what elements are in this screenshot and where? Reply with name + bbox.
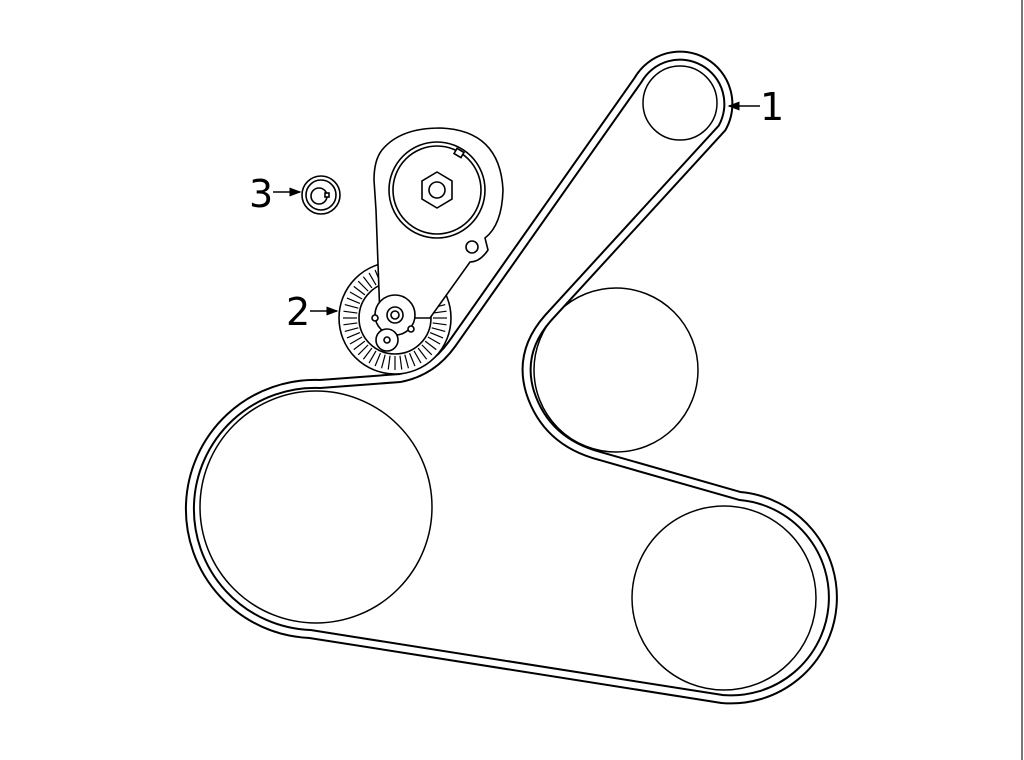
pulley-rib [344, 303, 359, 309]
pulley-rib [368, 350, 377, 364]
callout-label: 1 [760, 85, 784, 129]
pulley-rib [346, 331, 361, 339]
idler-pulley [533, 287, 699, 453]
callout-1: 1 [727, 85, 784, 129]
pulley-rib [408, 352, 416, 367]
pulley-rib [368, 272, 377, 286]
pulley-rib [421, 344, 433, 356]
pulley-rib [387, 355, 391, 370]
pulley-rib [349, 291, 363, 300]
pulley-rib [431, 327, 446, 333]
tensioner-assembly [338, 127, 504, 375]
pulley-rib [343, 322, 358, 326]
pulley-rib [432, 310, 447, 314]
pulley-rib [417, 347, 428, 360]
lower-right-pulley [631, 505, 817, 691]
pulley-rib [380, 354, 386, 369]
pulley-rib [349, 336, 363, 345]
pulley-rib [344, 327, 359, 333]
cap-part [301, 175, 341, 215]
pulley-rib [413, 350, 422, 364]
callout-2: 2 [286, 290, 339, 334]
pulley-rib [427, 336, 441, 345]
callout-label: 2 [286, 290, 310, 334]
pulley-rib [362, 276, 373, 289]
callout-label: 3 [249, 172, 273, 216]
pulley-rib [353, 285, 366, 296]
pulley-rib [399, 355, 403, 370]
pulley-rib [429, 331, 444, 339]
crankshaft-pulley [199, 390, 433, 624]
pulley-rib [357, 280, 369, 292]
callout-3: 3 [249, 172, 302, 216]
pulley-rib [362, 347, 373, 360]
pulley-rib [374, 352, 382, 367]
pulley-rib [353, 340, 366, 351]
pulley-rib [357, 344, 369, 356]
window-edge-divider [1021, 0, 1023, 760]
pulley-rib [343, 310, 358, 314]
serpentine-belt [184, 50, 838, 705]
pulley-rib [432, 322, 447, 326]
pulley-rib [404, 354, 410, 369]
top-pulley [642, 65, 718, 141]
pulley-rib [346, 297, 361, 305]
pulley-rib [424, 340, 437, 351]
